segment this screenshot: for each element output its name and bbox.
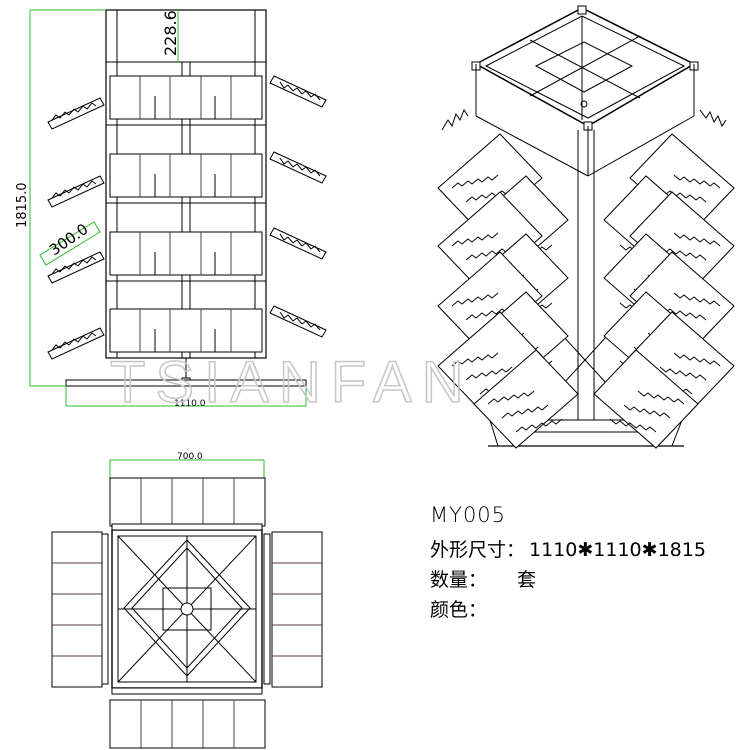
quantity-value: 套 — [517, 569, 537, 591]
color-row: 颜色： — [430, 595, 487, 622]
plan-view — [51, 459, 323, 749]
model-number: MY005 — [430, 503, 507, 527]
dim-plan-width: 700.0 — [177, 452, 203, 462]
size-row: 外形尺寸：1110✱1110✱1815 — [430, 535, 706, 562]
size-value: 1110✱1110✱1815 — [529, 539, 706, 561]
dim-top-gap: 228.6 — [161, 10, 180, 56]
quantity-label: 数量： — [430, 569, 488, 591]
quantity-row: 数量： 套 — [430, 565, 536, 592]
front-elevation — [47, 9, 327, 387]
color-label: 颜色： — [430, 599, 488, 621]
watermark-text: TSIANFAN — [110, 350, 474, 415]
size-label: 外形尺寸： — [430, 539, 526, 561]
dim-base-width: 1110.0 — [174, 399, 206, 409]
front-dimensions — [29, 9, 307, 407]
perspective-view — [437, 5, 735, 449]
dim-tray-length: 300.0 — [46, 220, 92, 259]
dim-total-height: 1815.0 — [15, 183, 30, 229]
